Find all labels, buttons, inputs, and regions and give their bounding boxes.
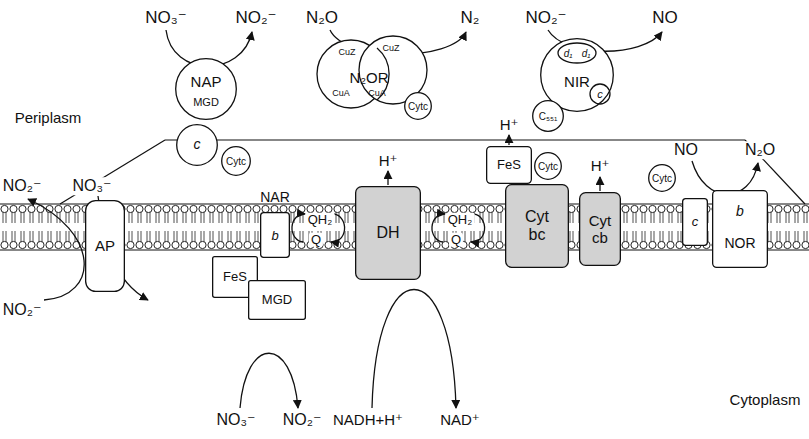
protein-label: c (194, 137, 201, 152)
outline-part (177, 125, 218, 166)
outline-part (261, 213, 290, 258)
protein-label: Cytc (538, 161, 558, 172)
protein-circle: C₅₅₁ (532, 100, 564, 132)
outline-part (249, 281, 306, 320)
outline-part (487, 147, 532, 184)
protein-label: Cytc (652, 173, 672, 184)
protein-label: Cytc (408, 101, 428, 112)
species-label: NADH+H⁺ (331, 412, 405, 429)
protein-label: NOR (724, 236, 755, 251)
protein-box: c (682, 198, 708, 246)
species-label: Periplasm (13, 110, 84, 127)
protein-box: AP (85, 200, 125, 292)
species-label: H⁺ (589, 158, 612, 175)
species-label: Cytoplasm (728, 392, 803, 409)
protein-label: FeS (497, 158, 521, 172)
outline-part (541, 39, 614, 112)
protein-box: FeS (486, 146, 532, 184)
protein-label: MGD (193, 96, 219, 108)
species-label: NO₂⁻ (1, 301, 44, 319)
protein-label: FeS (223, 270, 247, 284)
membrane-plane (60, 140, 805, 204)
species-label: Q (309, 233, 323, 247)
outline-part (533, 101, 564, 132)
protein-label: NAP (191, 74, 222, 91)
outline-part (590, 84, 610, 104)
protein-label: CuZ (338, 48, 355, 58)
outline-part (86, 201, 125, 292)
protein-label: AP (95, 238, 115, 255)
protein-circle: Cytc (534, 152, 562, 180)
protein-label: CuA (368, 89, 386, 99)
protein-label: NAR (260, 190, 290, 205)
protein-circle: NAP MGD (175, 58, 237, 120)
outline-part (683, 199, 708, 246)
outline-part (580, 193, 621, 266)
outline-part (535, 153, 562, 180)
species-label: N₂O (743, 141, 777, 159)
outline-part (713, 191, 768, 268)
outline-part (558, 43, 596, 63)
species-label: Q (449, 233, 463, 247)
species-label: QH₂ (306, 213, 335, 227)
protein-circle: Cytc (404, 92, 432, 120)
species-label: NO₃⁻ (71, 177, 114, 195)
protein-label: C₅₅₁ (539, 111, 558, 122)
protein-box: Cyt bc (505, 184, 569, 268)
outline-part (506, 185, 569, 268)
species-label: NO (650, 9, 680, 28)
outline-part (176, 59, 237, 120)
protein-label: b (271, 229, 278, 243)
species-label: H⁺ (377, 153, 400, 170)
species-label: NO₂⁻ (1, 177, 44, 195)
protein-label: d₁ (582, 48, 591, 59)
protein-label: DH (376, 224, 399, 242)
species-label: QH₂ (446, 213, 475, 227)
species-label: N₂ (459, 9, 482, 28)
outline-part (405, 93, 432, 120)
species-label: NO₃⁻ (143, 9, 188, 28)
protein-label: CuZ (382, 44, 399, 54)
protein-label: c (597, 88, 603, 100)
species-label: NO (672, 141, 700, 159)
protein-label: CuA (332, 89, 350, 99)
outline-part (222, 147, 251, 176)
outline-part (356, 187, 421, 280)
protein-circle: c (176, 124, 218, 166)
reaction-arrows (28, 30, 758, 408)
protein-label: d₁ (564, 48, 573, 59)
protein-label: c (692, 215, 699, 229)
protein-box: Cyt cb (579, 192, 621, 266)
protein-label: N₂OR (349, 70, 388, 87)
protein-label: Cytc (226, 156, 246, 167)
protein-label: NIR (564, 74, 590, 91)
species-label: NO₃⁻ (215, 411, 258, 429)
protein-label: Cyt cb (583, 213, 617, 246)
outline-part (649, 165, 676, 192)
species-label: H⁺ (498, 117, 521, 134)
protein-label: MGD (262, 293, 292, 307)
species-label: NAD⁺ (438, 412, 482, 429)
protein-circle: Cytc (648, 164, 676, 192)
protein-box: bNOR (712, 190, 768, 268)
protein-outline (712, 190, 768, 268)
protein-circle: Cytc (221, 146, 251, 176)
protein-box: DH (355, 186, 421, 280)
species-label: NO₂⁻ (233, 9, 278, 28)
species-label: NO₂⁻ (523, 9, 568, 28)
protein-box: NARb (260, 212, 290, 258)
protein-label: b (736, 204, 744, 219)
protein-label: Cyt bc (516, 208, 558, 243)
species-label: NO₂⁻ (281, 411, 324, 429)
species-label: N₂O (304, 9, 340, 28)
protein-box: MGD (248, 280, 306, 320)
